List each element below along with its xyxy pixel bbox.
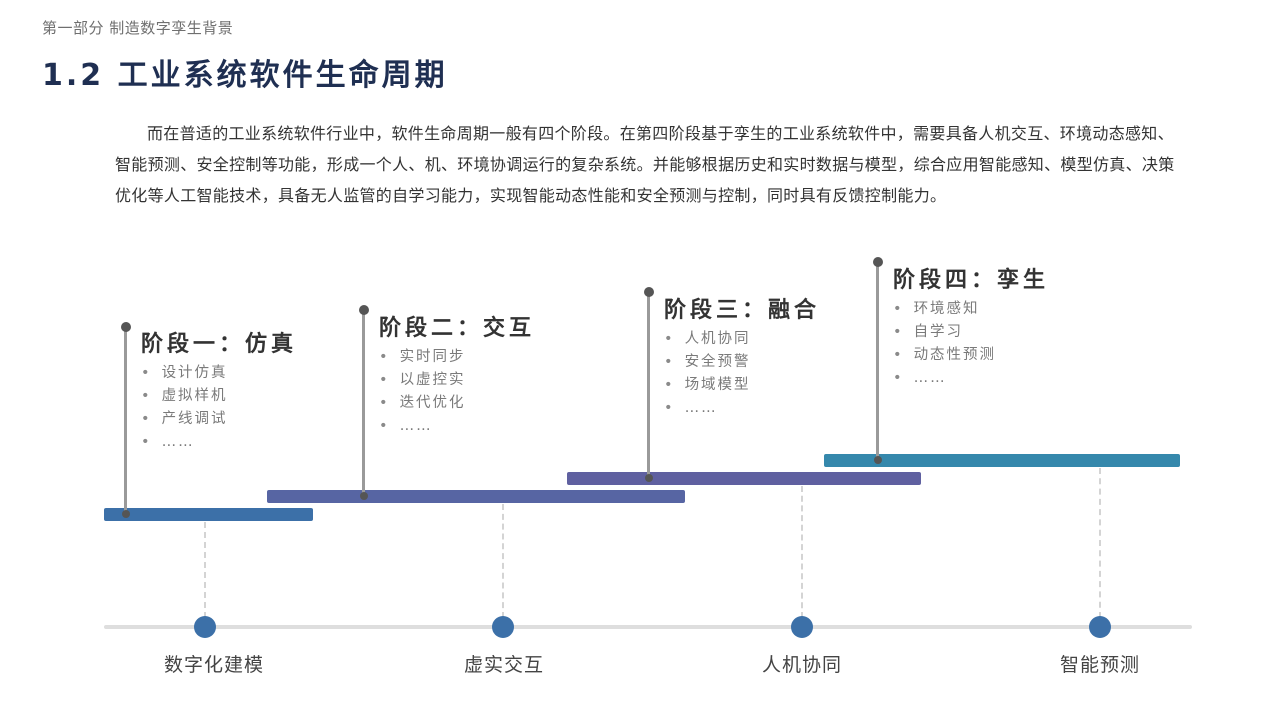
stage-1-bar (104, 508, 313, 521)
stage-4-item: 动态性预测 (893, 344, 1049, 367)
stage-2-block: 阶段二：交互 实时同步 以虚控实 迭代优化 …… (379, 310, 535, 438)
stage-4-bar (824, 454, 1180, 467)
stage-1-stem-top-dot (121, 322, 131, 332)
stage-3-list: 人机协同 安全预警 场域模型 …… (664, 328, 820, 420)
intro-paragraph: 而在普适的工业系统软件行业中，软件生命周期一般有四个阶段。在第四阶段基于孪生的工… (115, 124, 1175, 205)
stage-4-item: …… (893, 367, 1049, 390)
timeline-node-1 (194, 616, 216, 638)
connector-1 (204, 522, 206, 618)
stage-1-stem-foot-dot (122, 510, 130, 518)
stage-1-item: 设计仿真 (141, 362, 297, 385)
timeline-label-1: 数字化建模 (163, 654, 264, 676)
stage-4-item: 环境感知 (893, 298, 1049, 321)
stage-3-block: 阶段三：融合 人机协同 安全预警 场域模型 …… (664, 292, 820, 420)
stage-2-list: 实时同步 以虚控实 迭代优化 …… (379, 346, 535, 438)
stage-3-item: …… (664, 397, 820, 420)
stage-2-item: 实时同步 (379, 346, 535, 369)
stage-2-bar (267, 490, 685, 503)
stage-1-block: 阶段一：仿真 设计仿真 虚拟样机 产线调试 …… (141, 326, 297, 454)
timeline-node-2 (492, 616, 514, 638)
stage-1-list: 设计仿真 虚拟样机 产线调试 …… (141, 362, 297, 454)
stage-2-stem-foot-dot (360, 492, 368, 500)
stage-2-title: 阶段二：交互 (379, 316, 536, 341)
stage-4-title: 阶段四：孪生 (893, 268, 1050, 293)
stage-1-item: 产线调试 (141, 408, 297, 431)
stage-2-item: 以虚控实 (379, 369, 535, 392)
stage-4-list: 环境感知 自学习 动态性预测 …… (893, 298, 1049, 390)
stage-1-stem (124, 328, 127, 514)
timeline-label-2: 虚实交互 (463, 654, 544, 676)
stage-2-item: 迭代优化 (379, 392, 535, 415)
connector-3 (801, 486, 803, 618)
page-title: 1.2 工业系统软件生命周期 (42, 58, 448, 93)
timeline-label-3: 人机协同 (761, 654, 842, 676)
timeline-node-4 (1089, 616, 1111, 638)
stage-3-item: 人机协同 (664, 328, 820, 351)
stage-2-item: …… (379, 415, 535, 438)
stage-1-item: 虚拟样机 (141, 385, 297, 408)
connector-4 (1099, 468, 1101, 618)
stage-4-stem-foot-dot (874, 456, 882, 464)
stage-3-item: 安全预警 (664, 351, 820, 374)
section-label: 第一部分 制造数字孪生背景 (42, 19, 234, 37)
stage-4-stem (876, 262, 879, 460)
stage-3-title: 阶段三：融合 (664, 298, 821, 323)
stage-3-bar (567, 472, 921, 485)
connector-2 (502, 504, 504, 618)
stage-1-title: 阶段一：仿真 (141, 332, 298, 357)
stage-1-item: …… (141, 431, 297, 454)
stage-4-item: 自学习 (893, 321, 1049, 344)
timeline-node-3 (791, 616, 813, 638)
timeline-axis (104, 625, 1192, 629)
stage-3-stem-foot-dot (645, 474, 653, 482)
stage-4-stem-top-dot (873, 257, 883, 267)
stage-2-stem-top-dot (359, 305, 369, 315)
stage-4-block: 阶段四：孪生 环境感知 自学习 动态性预测 …… (893, 262, 1049, 390)
stage-2-stem (362, 310, 365, 496)
stage-3-item: 场域模型 (664, 374, 820, 397)
stage-3-stem (647, 292, 650, 478)
stage-3-stem-top-dot (644, 287, 654, 297)
timeline-label-4: 智能预测 (1059, 654, 1140, 676)
